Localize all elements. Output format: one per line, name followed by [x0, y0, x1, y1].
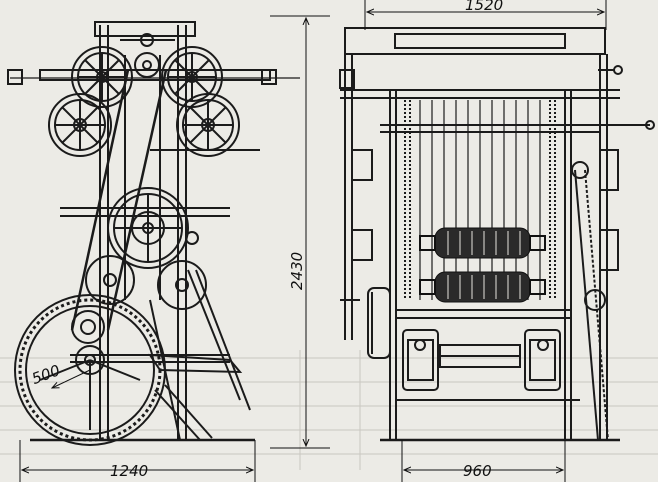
right-chain — [571, 161, 609, 441]
top-sprocket — [120, 33, 175, 78]
dimension-960-label: 960 — [463, 462, 492, 480]
lower-roller — [419, 271, 546, 303]
needle-rods — [419, 100, 541, 300]
dimension-1240-label: 1240 — [110, 462, 148, 480]
middle-gear — [85, 187, 207, 310]
background-table-ghost — [0, 350, 658, 470]
dimension-960: 960 — [401, 440, 566, 482]
chain-columns — [404, 100, 556, 300]
dimension-500-label: 500 — [29, 361, 62, 388]
motor-left — [402, 329, 439, 391]
lever-arm — [148, 353, 243, 441]
handwheel-mid-right — [176, 93, 240, 157]
side-handle — [580, 65, 655, 271]
upper-roller — [419, 227, 546, 259]
front-frame — [340, 27, 620, 442]
motor-right — [524, 329, 561, 391]
dimension-1520-label: 1520 — [465, 0, 503, 14]
base-rollers — [439, 344, 521, 368]
left-fittings — [339, 69, 373, 301]
dimension-2430: 2430 — [270, 15, 330, 449]
dimension-500: 500 — [29, 361, 91, 388]
front-view: 1520 960 — [339, 0, 655, 482]
handwheel-mid-left — [48, 93, 112, 157]
dimension-1520: 1520 — [364, 0, 607, 30]
front-pulley-left — [367, 287, 391, 359]
dimension-1240: 1240 — [19, 440, 256, 482]
drive-belt — [70, 69, 168, 331]
dimension-2430-label: 2430 — [288, 252, 306, 290]
side-view: 500 1240 — [7, 21, 300, 482]
